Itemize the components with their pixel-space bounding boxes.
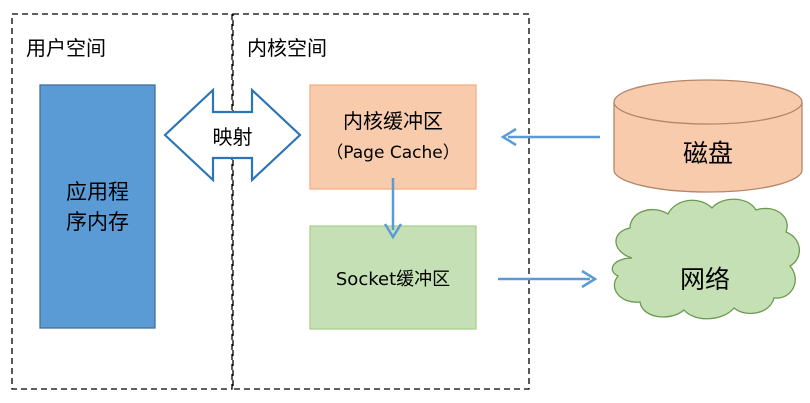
app-memory-label-line2: 序内存	[66, 209, 129, 234]
app-memory-label: 应用程 序内存	[40, 85, 155, 328]
socket-buffer-label: Socket缓冲区	[335, 268, 451, 290]
user-space-region	[11, 13, 233, 390]
disk-to-cache-arrow	[500, 127, 600, 147]
network-cloud	[611, 198, 800, 320]
page-cache-label-line1: 内核缓冲区	[343, 109, 443, 133]
mmap-double-arrow	[163, 87, 302, 183]
app-memory-box	[39, 84, 156, 329]
user-space-label: 用户空间	[26, 36, 106, 60]
socket-to-network-arrow	[498, 269, 598, 289]
cache-to-socket-arrow	[383, 178, 403, 240]
app-memory-label-line1: 应用程	[66, 179, 129, 204]
kernel-space-region	[232, 13, 530, 390]
disk-cylinder	[613, 79, 803, 193]
disk-label: 磁盘	[682, 139, 733, 168]
page-cache-label-line2: （Page Cache）	[326, 143, 460, 163]
mmap-label: 映射	[212, 124, 253, 149]
network-label: 网络	[679, 265, 730, 294]
page-cache-label: 内核缓冲区 （Page Cache）	[310, 85, 476, 189]
socket-buffer-box	[309, 225, 477, 330]
kernel-space-label: 内核空间	[247, 36, 327, 60]
